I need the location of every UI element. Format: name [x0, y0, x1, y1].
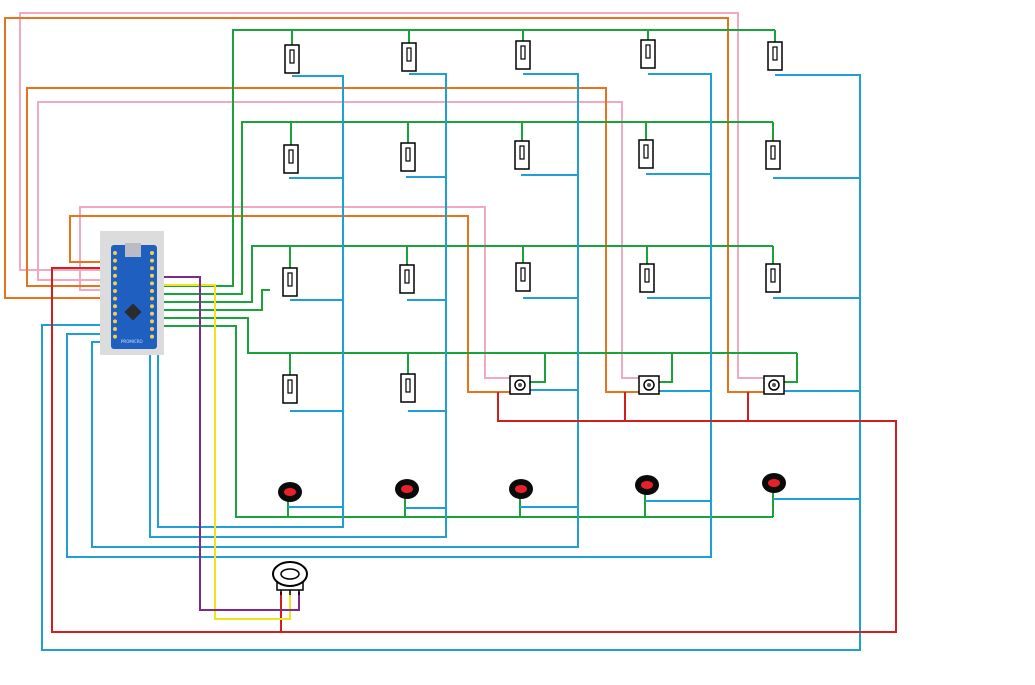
push-button-icon — [509, 375, 531, 395]
potentiometer-icon — [272, 561, 308, 595]
switch-matrix — [282, 39, 783, 404]
led-icon — [762, 473, 786, 493]
pink-wire — [19, 12, 770, 379]
green-wires — [155, 29, 798, 518]
board-label: PROMICRO — [121, 339, 143, 344]
board-pin — [113, 273, 117, 278]
board-pins — [113, 251, 154, 339]
board-pin — [113, 289, 117, 293]
board-pin — [150, 258, 154, 263]
orange-wires — [4, 17, 770, 393]
green-wire — [155, 29, 775, 287]
pink-wire — [79, 206, 512, 379]
red-wire — [51, 267, 897, 633]
red-wires — [51, 267, 897, 633]
blue-wires — [41, 73, 861, 651]
blue-wire — [149, 73, 447, 538]
push-button-icon — [638, 375, 660, 395]
orange-wire — [69, 215, 512, 393]
switch-icon — [283, 144, 299, 174]
led-icon — [278, 482, 302, 502]
board-pin — [113, 296, 117, 301]
leds — [278, 473, 786, 502]
yellow-wire — [155, 284, 291, 620]
switch-icon — [282, 374, 298, 404]
switch-icon — [515, 40, 531, 70]
board-pin — [113, 266, 117, 271]
board-pin — [150, 289, 154, 293]
pink-wire — [37, 101, 645, 379]
board-pin — [150, 296, 154, 301]
switch-icon — [400, 373, 416, 403]
switch-icon — [765, 263, 781, 293]
board-pin — [150, 334, 154, 339]
board-pin — [150, 304, 154, 309]
board-pin — [113, 319, 117, 324]
switch-icon — [399, 264, 415, 294]
purple-wire — [155, 276, 300, 611]
board-pin — [113, 304, 117, 309]
switch-icon — [282, 267, 298, 297]
board-pin — [150, 319, 154, 324]
green-wire — [155, 289, 270, 311]
board-pin — [113, 334, 117, 339]
led-icon — [635, 475, 659, 495]
switch-icon — [400, 142, 416, 172]
green-wire — [155, 317, 797, 354]
switch-icon — [638, 139, 654, 169]
board-pin — [150, 266, 154, 271]
switch-icon — [640, 39, 656, 69]
orange-wire — [4, 17, 770, 393]
switch-icon — [767, 41, 783, 71]
board-pin — [150, 311, 154, 316]
blue-wire — [66, 73, 712, 558]
board-pin — [113, 281, 117, 286]
blue-wire — [91, 73, 579, 548]
blue-wire — [157, 75, 344, 528]
green-wire — [530, 353, 546, 383]
microcontroller-board: PROMICRO — [100, 231, 164, 355]
board-pin — [150, 273, 154, 278]
push-buttons — [509, 375, 785, 395]
board-pcb — [111, 245, 157, 349]
switch-icon — [765, 140, 781, 170]
board-pin — [113, 311, 117, 316]
green-wire — [784, 353, 798, 383]
board-pin — [113, 251, 117, 255]
led-icon — [509, 479, 533, 499]
green-wire — [155, 121, 773, 295]
board-pin — [113, 258, 117, 263]
orange-wire — [26, 87, 645, 393]
switch-icon — [514, 140, 530, 170]
switch-icon — [401, 42, 417, 72]
pink-wires — [19, 12, 770, 379]
switch-icon — [515, 262, 531, 292]
board-pin — [150, 327, 154, 331]
led-icon — [395, 479, 419, 499]
board-pin — [113, 327, 117, 331]
switch-icon — [284, 44, 300, 74]
board-pin — [150, 281, 154, 286]
usb-connector-icon — [125, 243, 141, 257]
blue-wire — [41, 74, 861, 651]
board-pin — [150, 251, 154, 255]
green-wire — [155, 325, 773, 518]
green-wire — [155, 245, 773, 303]
green-wire — [658, 353, 673, 383]
wires — [4, 12, 897, 651]
switch-icon — [639, 263, 655, 293]
push-button-icon — [763, 375, 785, 395]
